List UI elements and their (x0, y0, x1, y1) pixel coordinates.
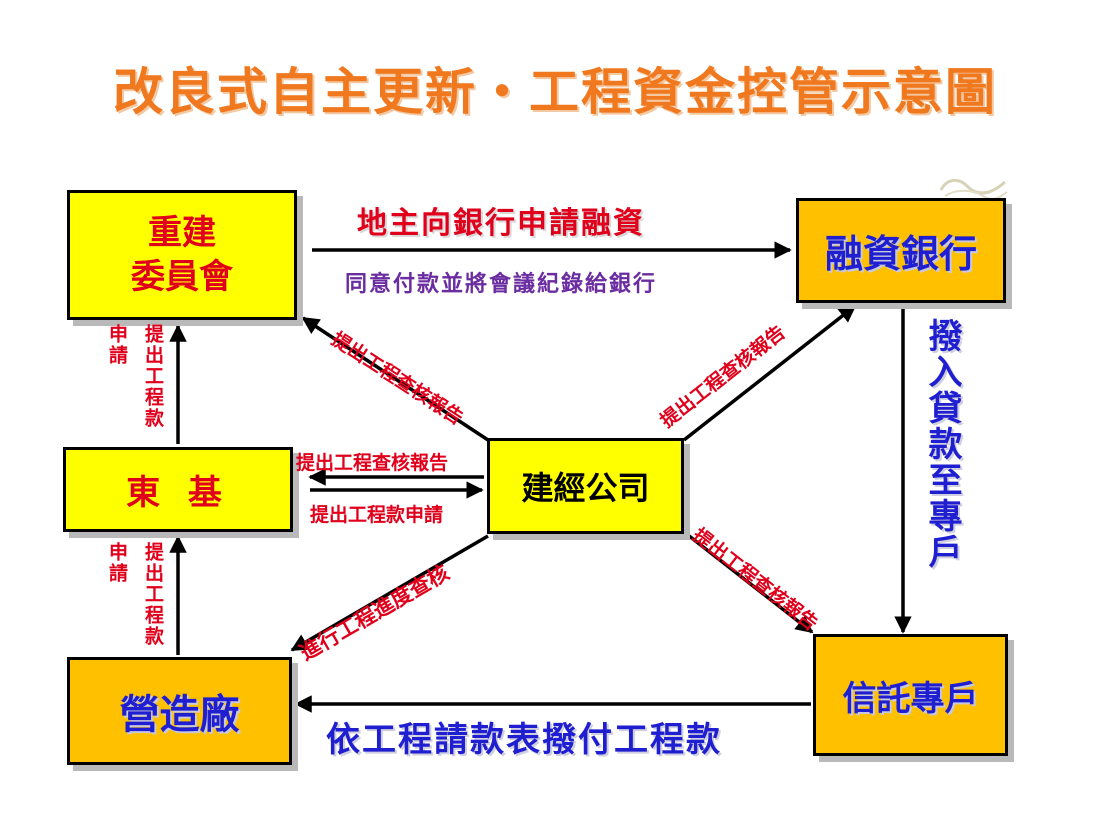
edge-label-committee-approve: 同意付款並將會議紀錄給銀行 (345, 272, 658, 297)
edge-label-contractor-to-dongji-a: 申請 (106, 542, 128, 584)
node-dongji: 東 基 (63, 447, 293, 532)
node-contractor: 營造廠 (67, 657, 292, 765)
node-trust: 信託專戶 (813, 634, 1008, 756)
edge-label-bank-to-trust: 撥入貸款至專戶 (922, 318, 962, 570)
node-jianjing: 建經公司 (487, 438, 684, 534)
node-dongji-label: 東 基 (126, 473, 230, 513)
edge-label-contractor-to-dongji-b: 提出工程款 (142, 542, 164, 647)
arrow-jianjing-to-committee (301, 316, 489, 442)
arrow-jianjing-to-trust (682, 530, 814, 634)
edge-label-dongji-to-committee-a: 申請 (106, 324, 128, 366)
edge-label-dongji-to-jj: 提出工程款申請 (310, 504, 444, 526)
node-jianjing-label: 建經公司 (521, 469, 650, 507)
edge-label-owner-to-bank: 地主向銀行申請融資 (357, 206, 645, 241)
arrow-jianjing-to-bank (682, 304, 857, 442)
arrow-jianjing-to-contractor (290, 534, 489, 652)
watermark-logo (939, 179, 1008, 200)
node-committee: 重建 委員會 (67, 190, 297, 320)
edge-label-jj-to-dongji: 提出工程查核報告 (296, 452, 449, 474)
node-bank-label: 融資銀行 (824, 232, 977, 276)
node-contractor-label: 營造廠 (119, 692, 240, 738)
edge-label-trust-to-contractor: 依工程請款表撥付工程款 (326, 720, 722, 760)
node-trust-label: 信託專戶 (842, 678, 979, 719)
node-committee-line1: 重建 (148, 213, 216, 253)
edge-label-dongji-to-committee-b: 提出工程款 (142, 324, 164, 429)
page-title: 改良式自主更新・工程資金控管示意圖 (113, 62, 997, 121)
node-bank: 融資銀行 (796, 198, 1006, 303)
node-committee-line2: 委員會 (131, 257, 233, 297)
